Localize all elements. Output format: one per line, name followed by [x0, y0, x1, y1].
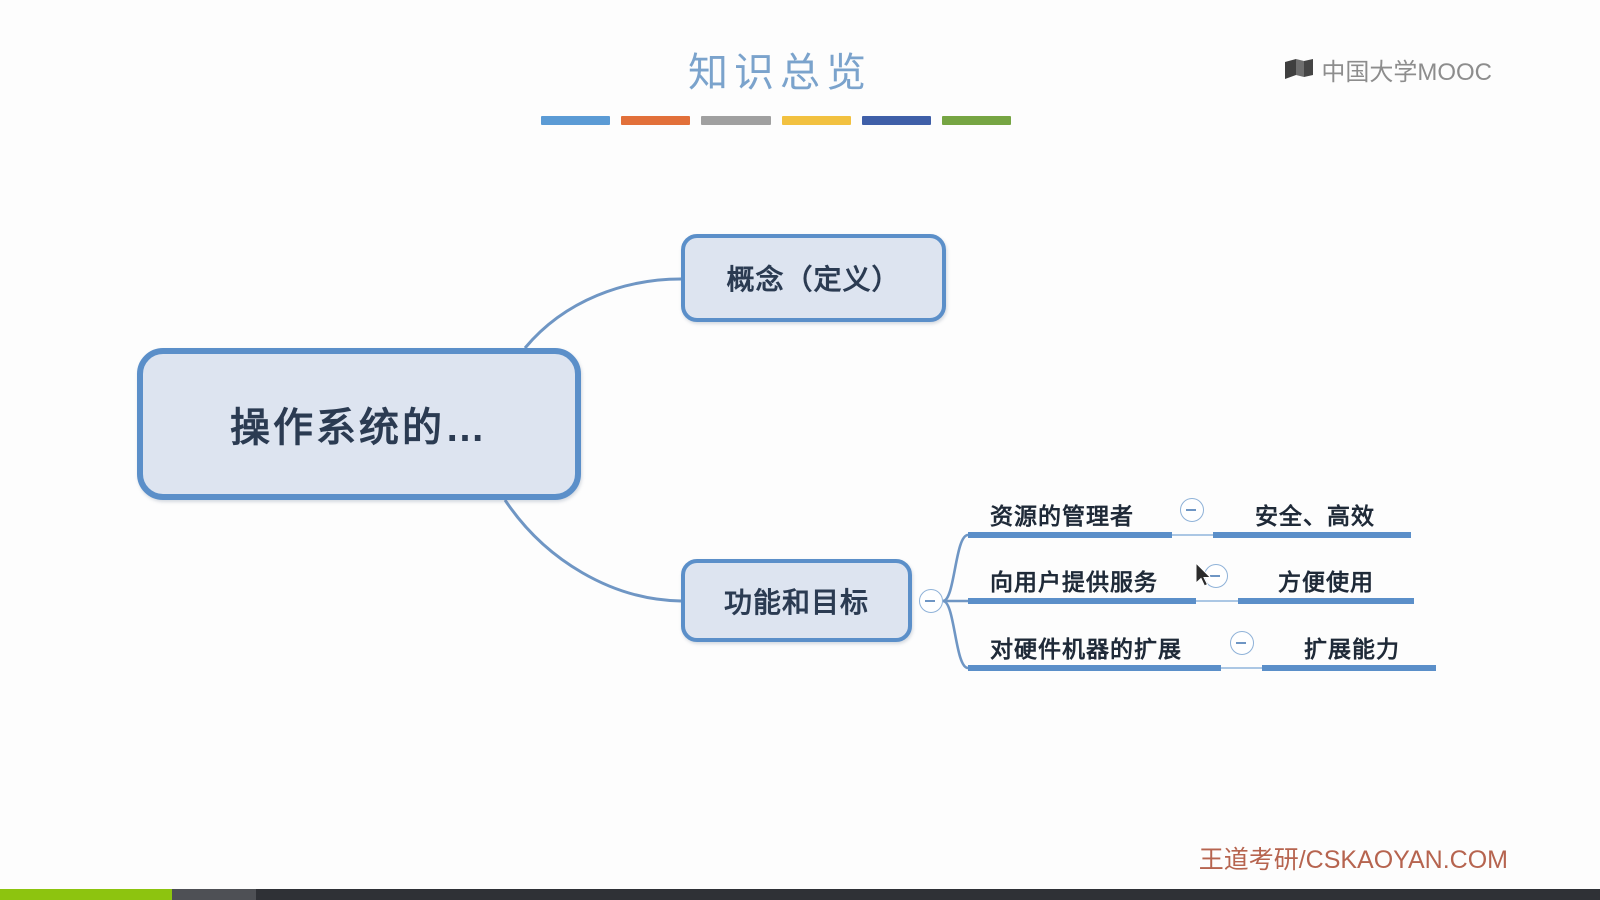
collapse-toggle-function[interactable] [919, 589, 943, 613]
title-accent-bars [541, 116, 1012, 126]
accent-bar-yellow [781, 116, 851, 125]
accent-bar-navy [861, 116, 931, 125]
mindmap-node-function[interactable]: 功能和目标 [681, 559, 912, 642]
mindmap-node-root[interactable]: 操作系统的… [137, 348, 581, 500]
watermark-text: 王道考研/CSKAOYAN.COM [1198, 846, 1508, 874]
branch-detail-extensibility[interactable]: 扩展能力 [1304, 636, 1400, 662]
branch-label-user-service[interactable]: 向用户提供服务 [990, 569, 1158, 595]
connector-branch-1 [942, 533, 969, 603]
branch-detail-safe-efficient[interactable]: 安全、高效 [1255, 503, 1375, 529]
collapse-toggle-hardware-extension[interactable] [1230, 631, 1254, 655]
connector-branch-3 [942, 599, 969, 670]
mouse-cursor-icon [1196, 563, 1212, 587]
branch-label-hardware-extension[interactable]: 对硬件机器的扩展 [990, 636, 1182, 662]
branch-detail-easy-to-use[interactable]: 方便使用 [1278, 569, 1374, 595]
connector-root-to-function [503, 499, 682, 603]
progress-played [0, 889, 172, 900]
branch-label-resource-manager[interactable]: 资源的管理者 [990, 503, 1134, 529]
book-mark-icon [1285, 58, 1314, 79]
mooc-logo: 中国大学MOOC [1284, 52, 1492, 87]
video-progress-bar[interactable] [0, 889, 1600, 900]
accent-bar-gray [701, 116, 771, 125]
accent-bar-orange [621, 116, 691, 125]
mindmap-node-concept[interactable]: 概念（定义） [681, 234, 946, 322]
page-title: 知识总览 [688, 50, 872, 95]
mooc-logo-text: 中国大学MOOC [1321, 59, 1492, 86]
progress-buffered [172, 889, 256, 900]
collapse-toggle-resource-manager[interactable] [1180, 498, 1204, 522]
connector-root-to-concept [523, 277, 682, 349]
accent-bar-green [941, 116, 1012, 125]
accent-bar-blue [541, 116, 611, 125]
